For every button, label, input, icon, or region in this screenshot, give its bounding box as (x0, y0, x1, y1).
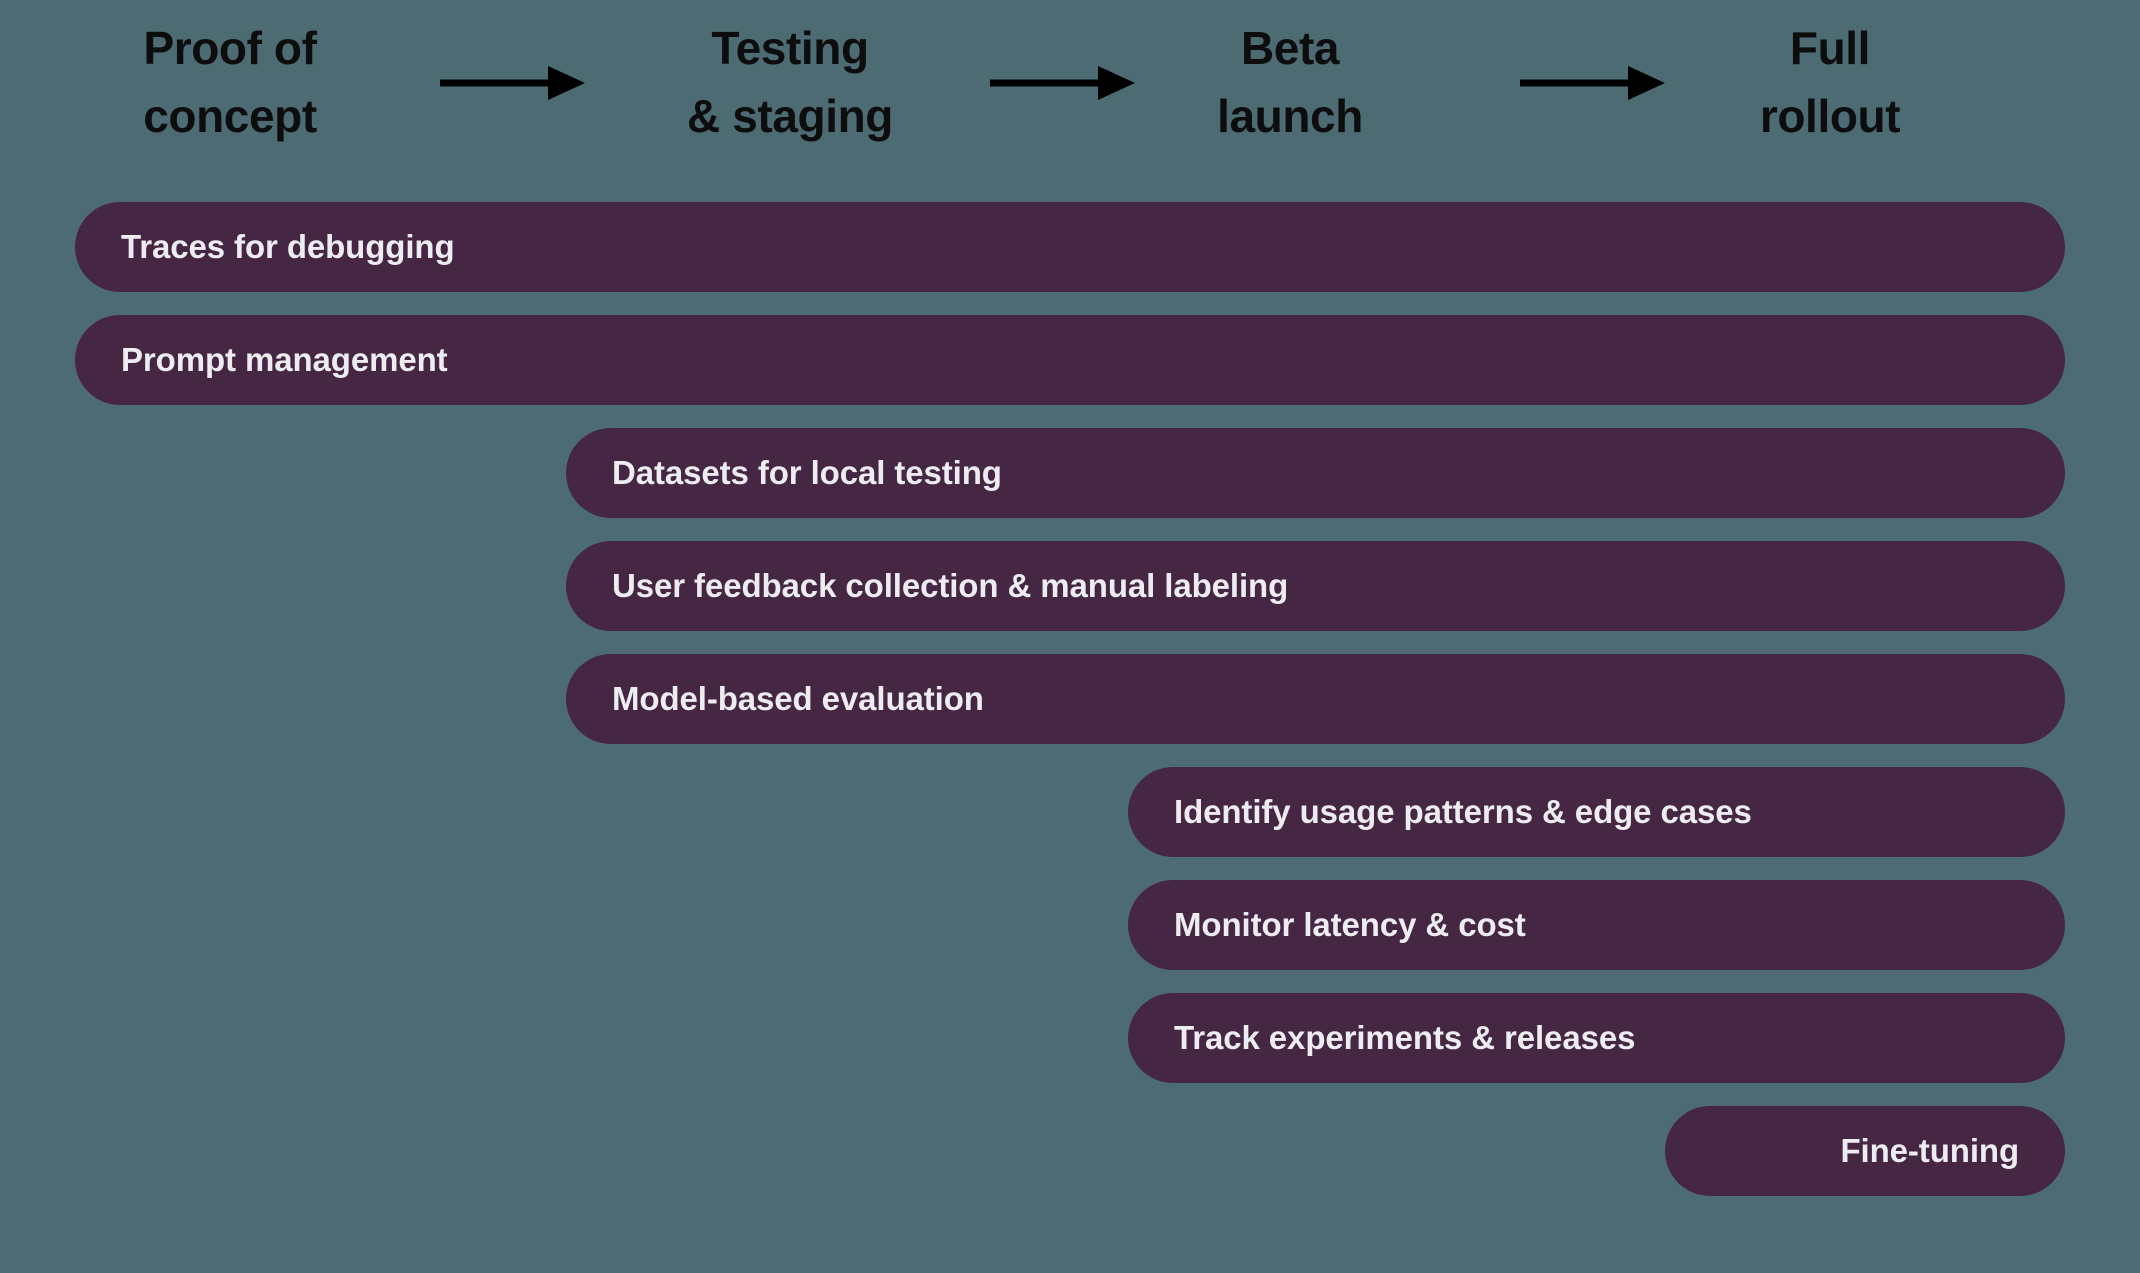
capability-bar-label: Track experiments & releases (1174, 1019, 1636, 1056)
phase-label-proof-of-concept: Proof of concept (143, 22, 317, 142)
capability-bar-user-feedback-collection[interactable]: User feedback collection & manual labeli… (566, 541, 2065, 631)
capability-bar-fine-tuning[interactable]: Fine-tuning (1665, 1106, 2065, 1196)
capability-bar-track-experiments-and-releases[interactable]: Track experiments & releases (1128, 993, 2065, 1083)
phase-label-beta-launch: Beta launch (1217, 22, 1363, 142)
capability-bar-traces-for-debugging[interactable]: Traces for debugging (75, 202, 2065, 292)
phase-label-full-rollout: Full rollout (1759, 22, 1901, 142)
phase-label-testing-and-staging: Testing & staging (687, 22, 893, 142)
arrow-right-icon (440, 62, 585, 104)
capability-bar-identify-usage-patterns[interactable]: Identify usage patterns & edge cases (1128, 767, 2065, 857)
capability-bar-label: Model-based evaluation (612, 680, 984, 717)
capability-bar-label: User feedback collection & manual labeli… (612, 567, 1289, 604)
capability-bar-model-based-evaluation[interactable]: Model-based evaluation (566, 654, 2065, 744)
arrow-right-icon (990, 62, 1135, 104)
capability-bar-prompt-management[interactable]: Prompt management (75, 315, 2065, 405)
capability-bar-monitor-latency-and-cost[interactable]: Monitor latency & cost (1128, 880, 2065, 970)
capability-bar-label: Prompt management (121, 341, 448, 378)
capability-bar-label: Monitor latency & cost (1174, 906, 1526, 943)
capability-bar-label: Identify usage patterns & edge cases (1174, 793, 1752, 830)
capability-bar-label: Datasets for local testing (612, 454, 1002, 491)
capability-bar-label: Fine-tuning (1840, 1132, 2019, 1169)
phase-header-row: Proof of concept Testing & staging Beta … (0, 0, 2140, 170)
capability-bar-datasets-for-local-testing[interactable]: Datasets for local testing (566, 428, 2065, 518)
arrow-right-icon (1520, 62, 1665, 104)
capability-bar-label: Traces for debugging (121, 228, 455, 265)
